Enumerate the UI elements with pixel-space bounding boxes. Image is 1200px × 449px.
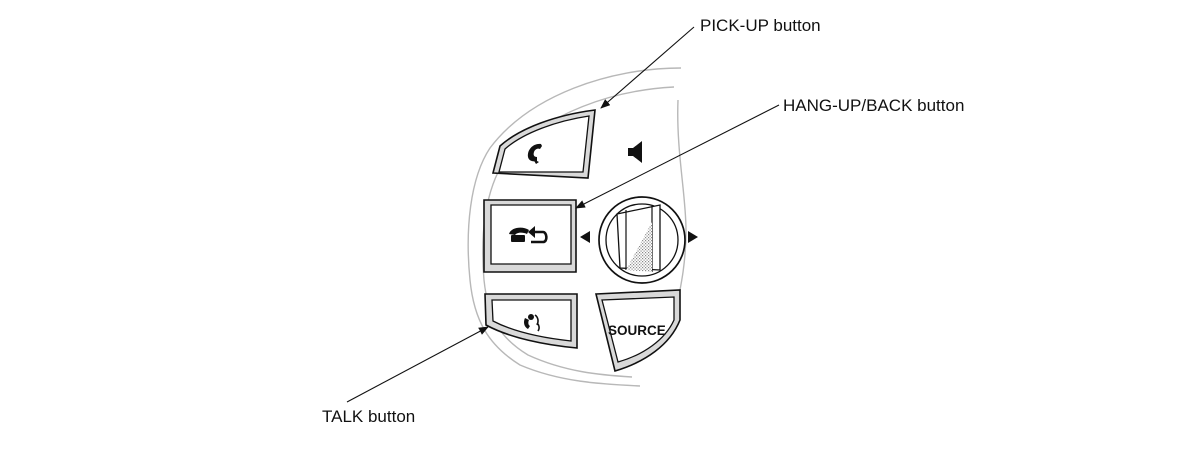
talk-leader-line [346,326,489,403]
hangup-back-button-label: HANG-UP/BACK button [783,96,965,115]
source-button[interactable]: SOURCE [594,289,681,373]
selector-thumbwheel[interactable] [598,196,686,284]
talk-button-label: TALK button [322,407,416,426]
pickup-button-label: PICK-UP button [700,16,821,35]
pickup-leader-line [600,26,695,109]
leader-lines [346,26,780,403]
phone-pickup-icon [527,143,542,164]
phone-hangup-back-icon [509,226,548,244]
pickup-button[interactable] [491,109,596,179]
switch-housing [467,67,687,387]
hangup-leader-line [575,104,780,209]
arrow-right-icon [688,231,698,243]
voice-talk-icon [524,314,540,332]
talk-button[interactable] [484,293,578,349]
speaker-icon [628,141,642,163]
hangup-back-button[interactable] [483,199,577,273]
arrow-left-icon [580,231,590,243]
source-button-label: SOURCE [608,323,666,338]
